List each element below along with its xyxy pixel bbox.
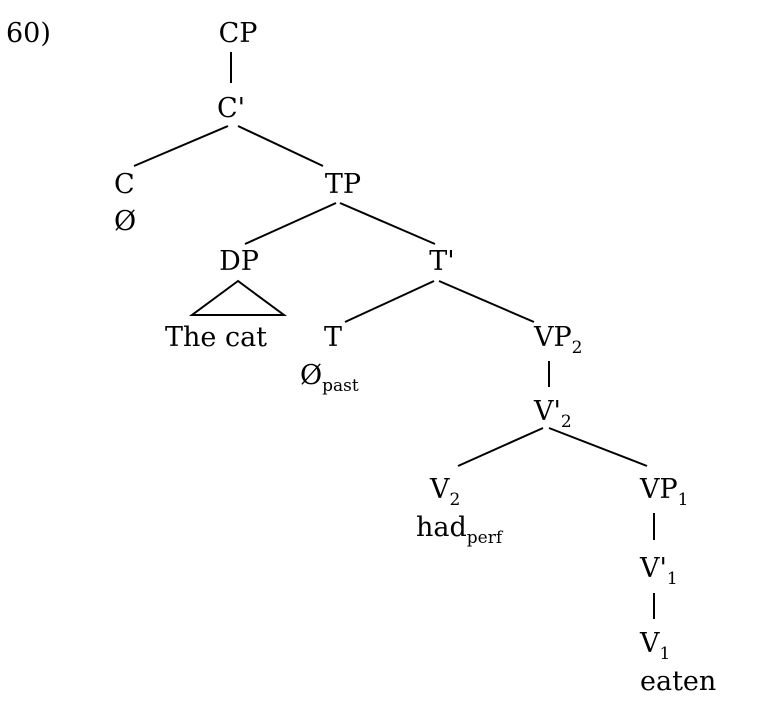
edge-tbar-t <box>344 280 435 323</box>
t-null-subscript: past <box>322 376 359 396</box>
v2-subscript: 2 <box>450 490 461 510</box>
v1-label: V <box>639 628 660 659</box>
had-subscript: perf <box>467 528 504 548</box>
vbar2-subscript: 2 <box>561 412 572 432</box>
edge-tp-tbar <box>339 202 436 245</box>
vp1-label: VP <box>639 474 678 505</box>
t-null-head: Øpast <box>300 360 359 396</box>
node-v-bar2: V'2 <box>533 396 572 432</box>
node-c: C <box>114 169 135 200</box>
example-number: 60) <box>6 18 51 49</box>
node-v2: V2 <box>429 474 460 510</box>
node-vp2: VP2 <box>533 322 583 358</box>
node-v1: V1 <box>639 628 670 664</box>
vp1-subscript: 1 <box>678 490 689 510</box>
vbar1-subscript: 1 <box>667 569 678 589</box>
had-word: hadperf <box>416 512 504 548</box>
c-null-head: Ø <box>114 206 136 237</box>
node-vp1: VP1 <box>639 474 689 510</box>
node-dp: DP <box>219 246 259 277</box>
dp-triangle <box>188 279 288 316</box>
edge-tp-dp <box>244 202 337 245</box>
edge-cbar-c <box>133 125 229 167</box>
vbar2-label: V' <box>533 396 561 427</box>
dp-text: The cat <box>165 322 267 353</box>
node-t: T <box>324 322 342 353</box>
v1-subscript: 1 <box>660 644 671 664</box>
node-c-bar: C' <box>217 93 245 124</box>
node-tp: TP <box>325 169 361 200</box>
eaten-word: eaten <box>640 666 716 697</box>
edge-vbar2-vp1 <box>548 427 648 467</box>
node-cp: CP <box>219 18 258 49</box>
edge-tbar-vp2 <box>438 280 535 323</box>
edge-cbar-tp <box>237 125 324 167</box>
had-label: had <box>416 512 467 543</box>
vp2-label: VP <box>533 322 572 353</box>
node-v-bar1: V'1 <box>639 553 678 589</box>
vp2-subscript: 2 <box>572 338 583 358</box>
vbar1-label: V' <box>639 553 667 584</box>
edge-vbar2-v2 <box>457 427 544 467</box>
node-t-bar: T' <box>429 246 454 277</box>
t-null-symbol: Ø <box>300 360 322 391</box>
v2-label: V <box>429 474 450 505</box>
